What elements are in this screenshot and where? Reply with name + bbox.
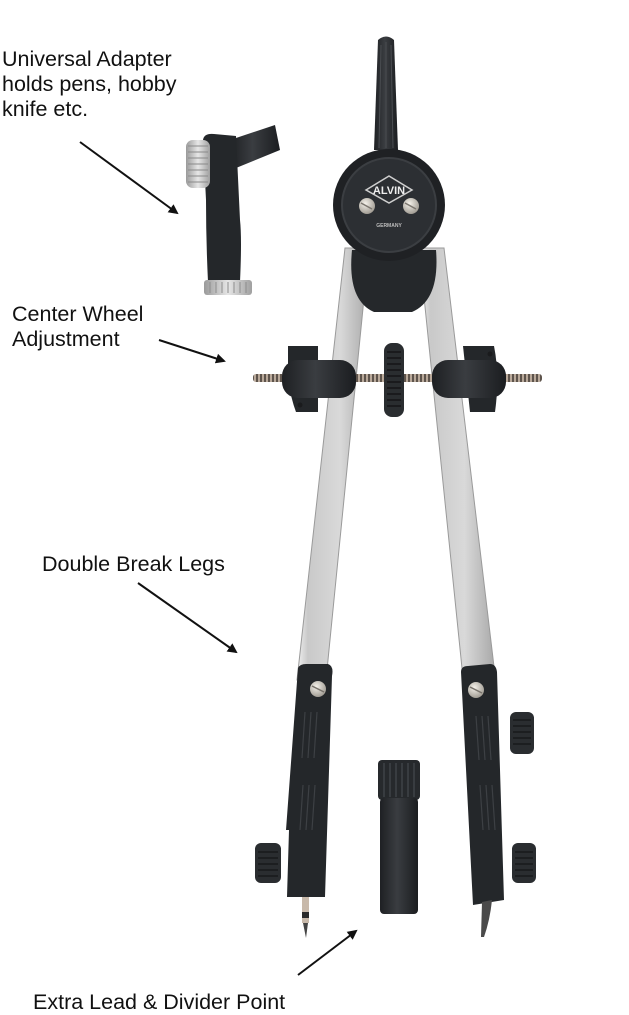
- universal-adapter-icon: [186, 125, 280, 295]
- compass-legs-icon: [296, 247, 496, 681]
- right-break-leg-icon: [461, 664, 536, 937]
- center-wheel-adjustment-icon: [253, 343, 542, 417]
- label-line: Center Wheel: [12, 302, 144, 326]
- universal-adapter-label: Universal Adapter holds pens, hobby knif…: [2, 47, 177, 122]
- label-line: Double Break Legs: [42, 552, 225, 576]
- arrow-icon: [79, 141, 358, 976]
- double-break-legs-label: Double Break Legs: [42, 552, 225, 577]
- label-line: Universal Adapter: [2, 47, 172, 71]
- label-line: holds pens, hobby: [2, 72, 177, 96]
- logo-subtext: GERMANY: [376, 223, 402, 229]
- left-break-leg-icon: [255, 664, 333, 938]
- center-wheel-adjustment-label: Center Wheel Adjustment: [12, 302, 143, 352]
- compass-head-icon: ALVIN GERMANY: [333, 36, 445, 312]
- label-line: Adjustment: [12, 327, 120, 351]
- extra-lead-divider-point-label: Extra Lead & Divider Point: [33, 990, 285, 1015]
- label-line: knife etc.: [2, 97, 89, 121]
- extra-lead-divider-point-icon: [378, 760, 420, 914]
- brand-logo: ALVIN: [373, 185, 405, 197]
- label-line: Extra Lead & Divider Point: [33, 990, 286, 1014]
